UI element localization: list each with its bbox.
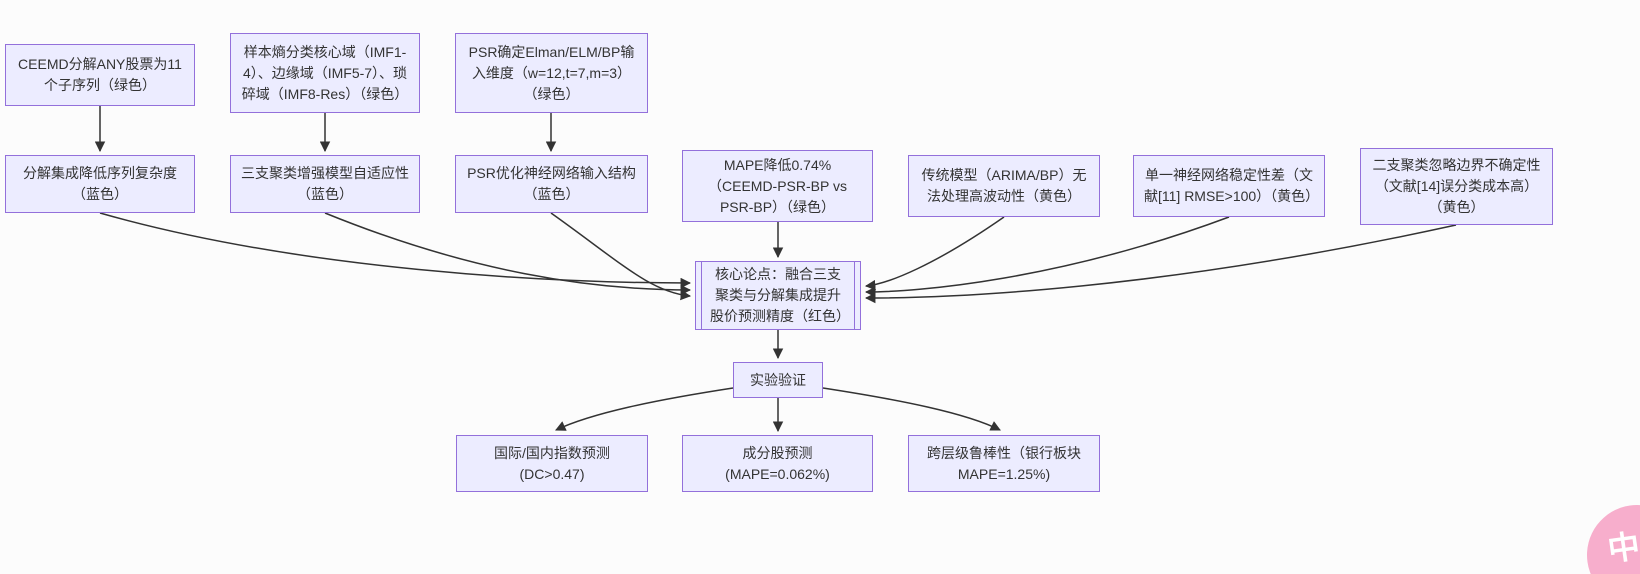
node-mape-reduction: MAPE降低0.74%（CEEMD-PSR-BP vs PSR-BP）（绿色） [682, 150, 873, 222]
edge-mid2-core [324, 212, 692, 296]
node-label: 国际/国内指数预测 (DC>0.47) [494, 444, 610, 482]
edge-mid6-core [864, 216, 1230, 298]
node-cross-level-robustness: 跨层级鲁棒性（银行板块 MAPE=1.25%) [908, 435, 1100, 492]
node-constituent-prediction: 成分股预测 (MAPE=0.062%) [682, 435, 873, 492]
node-index-prediction: 国际/国内指数预测 (DC>0.47) [456, 435, 648, 492]
edge-mid3-core [550, 212, 692, 301]
node-decomposition-reduces-complexity: 分解集成降低序列复杂度（蓝色） [5, 155, 195, 213]
node-label: 分解集成降低序列复杂度（蓝色） [23, 165, 177, 202]
edge-mid7-core [864, 224, 1457, 304]
node-label: 三支聚类增强模型自适应性（蓝色） [241, 165, 409, 202]
node-label: PSR确定Elman/ELM/BP输入维度（w=12,t=7,m=3）（绿色） [468, 43, 635, 102]
node-traditional-model-limitation: 传统模型（ARIMA/BP）无法处理高波动性（黄色） [908, 155, 1100, 217]
node-label: 跨层级鲁棒性（银行板块 MAPE=1.25%) [927, 444, 1081, 482]
edge-validation-bot1 [555, 387, 734, 431]
node-label: 成分股预测 (MAPE=0.062%) [725, 444, 830, 482]
node-label: MAPE降低0.74%（CEEMD-PSR-BP vs PSR-BP）（绿色） [708, 156, 847, 215]
edge-validation-bot3 [822, 387, 1001, 431]
node-two-way-clustering-limitation: 二支聚类忽略边界不确定性（文献[14]误分类成本高）（黄色） [1360, 148, 1553, 225]
edge-mid1-core [99, 212, 692, 289]
node-core-thesis: 核心论点：融合三支聚类与分解集成提升股价预测精度（红色） [695, 261, 861, 330]
edge-mid5-core [864, 216, 1005, 291]
node-label: 样本熵分类核心域（IMF1-4）、边缘域（IMF5-7）、琐碎域（IMF8-Re… [241, 43, 409, 102]
node-label: CEEMD分解ANY股票为11个子序列（绿色） [18, 56, 182, 93]
node-label: PSR优化神经网络输入结构（蓝色） [467, 165, 636, 202]
node-ceemd-decomposition: CEEMD分解ANY股票为11个子序列（绿色） [5, 44, 195, 106]
node-label: 核心论点：融合三支聚类与分解集成提升股价预测精度（红色） [710, 266, 850, 324]
node-label: 二支聚类忽略边界不确定性（文献[14]误分类成本高）（黄色） [1372, 157, 1541, 215]
node-psr-input-dimension: PSR确定Elman/ELM/BP输入维度（w=12,t=7,m=3）（绿色） [455, 33, 648, 113]
node-single-nn-instability: 单一神经网络稳定性差（文献[11] RMSE>100）（黄色） [1133, 155, 1325, 217]
translate-badge-label: 中A [1605, 524, 1640, 568]
node-label: 实验验证 [750, 371, 806, 388]
node-sample-entropy-classification: 样本熵分类核心域（IMF1-4）、边缘域（IMF5-7）、琐碎域（IMF8-Re… [230, 33, 420, 113]
node-three-way-clustering-adaptivity: 三支聚类增强模型自适应性（蓝色） [230, 155, 420, 213]
node-experimental-validation: 实验验证 [733, 362, 823, 398]
node-label: 单一神经网络稳定性差（文献[11] RMSE>100）（黄色） [1144, 167, 1320, 204]
node-psr-optimizes-input-structure: PSR优化神经网络输入结构（蓝色） [455, 155, 648, 213]
node-label: 传统模型（ARIMA/BP）无法处理高波动性（黄色） [921, 167, 1087, 204]
